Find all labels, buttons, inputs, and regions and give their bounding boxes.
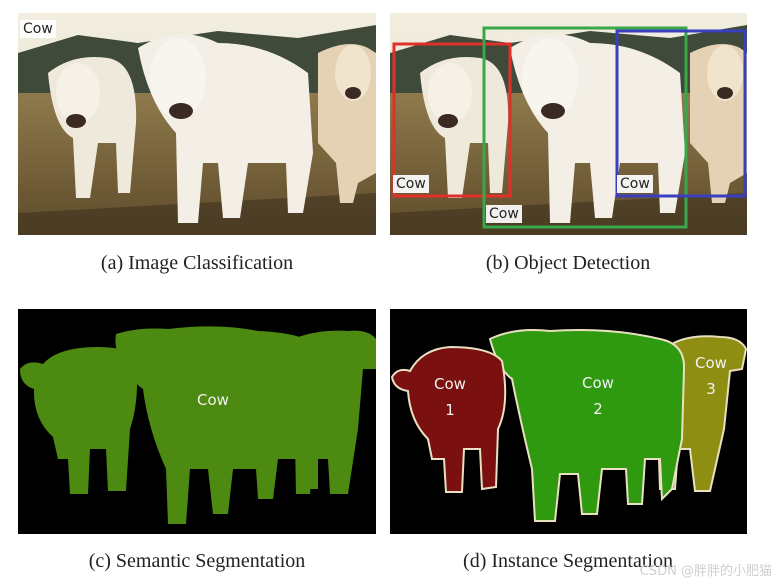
semantic-label: Cow (197, 391, 229, 409)
instance-label-3: Cow 3 (686, 350, 736, 402)
detection-label-2: Cow (486, 205, 522, 223)
classification-label: Cow (20, 20, 56, 38)
classification-image: Cow (18, 13, 376, 235)
detection-box-2 (482, 26, 688, 229)
caption-a: (a) Image Classification (100, 252, 294, 274)
detection-box-3 (615, 29, 747, 198)
caption-d: (d) Instance Segmentation (463, 550, 673, 572)
instance-mask-1 (390, 345, 507, 493)
semantic-mask (20, 326, 376, 524)
watermark: CSDN @胖胖的小肥猫 (639, 564, 772, 579)
semantic-segmentation-image: Cow (18, 309, 376, 534)
instance-label-3-id: 3 (706, 380, 716, 398)
instance-label-2-id: 2 (593, 400, 603, 418)
instance-label-3-text: Cow (695, 354, 727, 372)
instance-label-2-text: Cow (582, 374, 614, 392)
caption-c: (c) Semantic Segmentation (88, 550, 306, 572)
detection-label-3: Cow (617, 175, 653, 193)
detection-label-1: Cow (393, 175, 429, 193)
detection-box-1 (392, 42, 512, 198)
detection-image: Cow Cow Cow (390, 13, 747, 235)
caption-b: (b) Object Detection (485, 252, 651, 274)
instance-label-2: Cow 2 (573, 370, 623, 422)
instance-segmentation-image: Cow 1 Cow 2 Cow 3 (390, 309, 747, 534)
instance-label-1-text: Cow (434, 375, 466, 393)
instance-label-1-id: 1 (445, 401, 455, 419)
instance-label-1: Cow 1 (425, 371, 475, 423)
instance-mask-2 (488, 329, 686, 522)
